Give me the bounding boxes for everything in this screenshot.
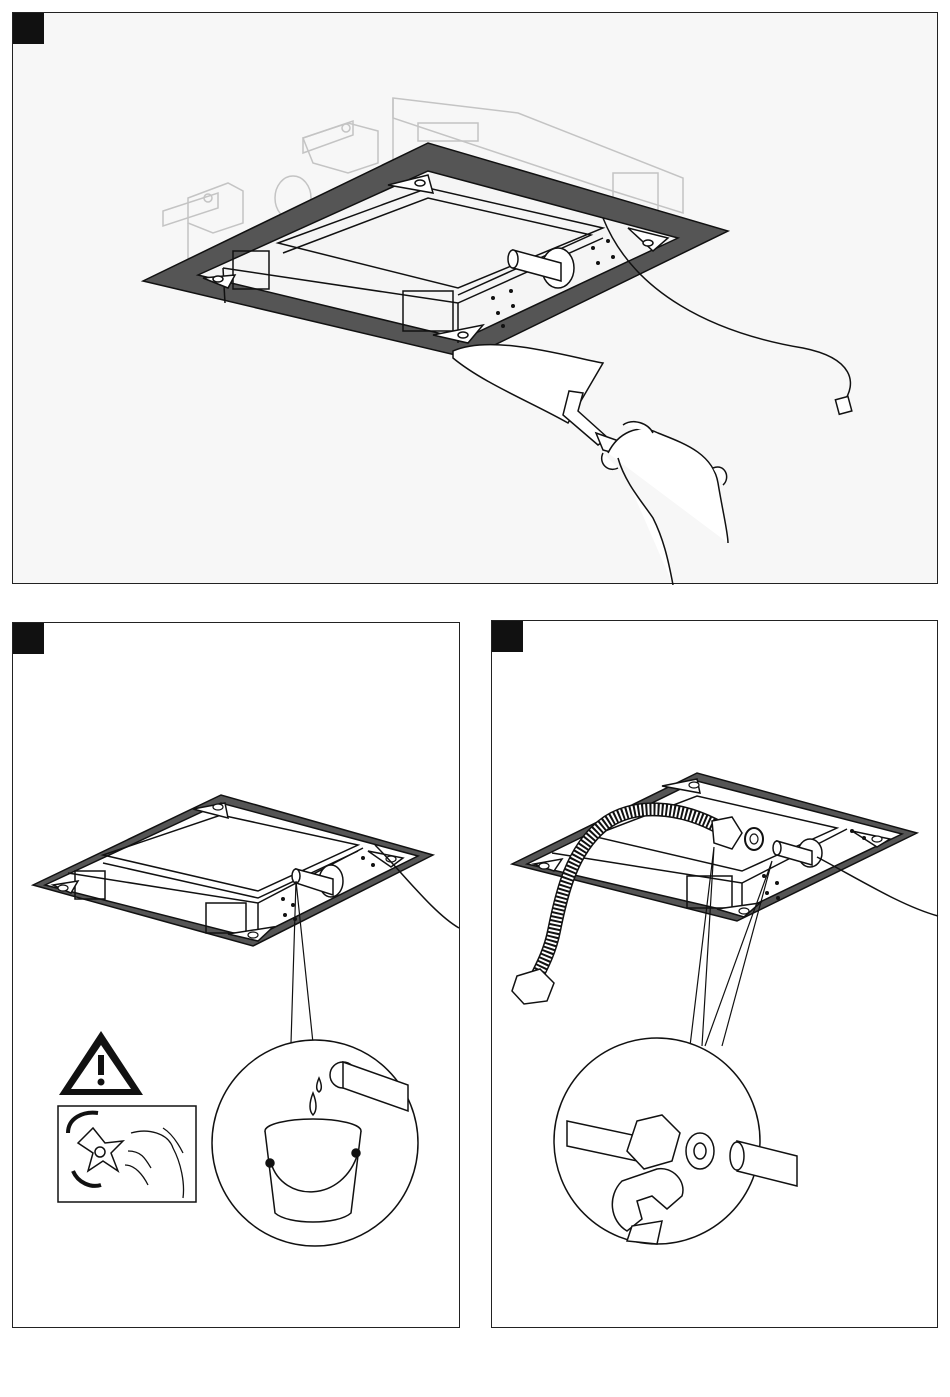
installation-step-panel-top [12, 12, 938, 584]
hand-icon [602, 422, 728, 585]
flush-pipes-illustration [13, 623, 461, 1329]
cable-connector [835, 396, 851, 414]
installation-step-panel-bottom-right [491, 620, 938, 1328]
connect-hose-illustration [492, 621, 939, 1329]
warning-triangle-icon [59, 1031, 143, 1095]
box-installation-illustration [13, 13, 939, 585]
installation-step-panel-bottom-left [12, 622, 460, 1328]
